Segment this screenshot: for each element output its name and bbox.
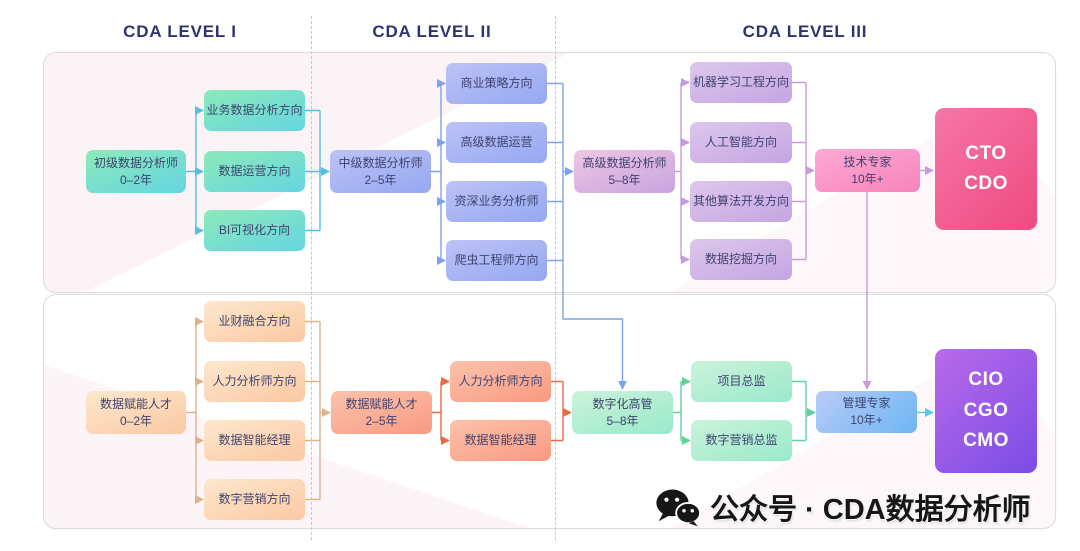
- node-hr-analyst: 人力分析师方向: [204, 361, 305, 402]
- node-years: 0–2年: [119, 172, 153, 187]
- node-title: 中级数据分析师: [338, 155, 423, 170]
- column-divider: [311, 16, 312, 540]
- node-junior-data-analyst: 初级数据分析师 0–2年: [86, 150, 186, 193]
- node-senior-data-analyst: 高级数据分析师 5–8年: [574, 150, 675, 193]
- node-title: 技术专家: [843, 154, 892, 169]
- node-hr-analyst-mid: 人力分析师方向: [450, 361, 551, 402]
- node-years: 2–5年: [365, 413, 398, 428]
- node-label: 高级数据运营: [460, 135, 533, 149]
- node-tech-expert: 技术专家 10年+: [815, 149, 920, 192]
- node-biz-finance-fusion: 业财融合方向: [204, 301, 305, 342]
- header-cda-level-1: CDA LEVEL I: [123, 22, 237, 41]
- node-title: 数据赋能人才: [99, 396, 172, 411]
- role-label: CMO: [963, 430, 1009, 452]
- node-label: 商业策略方向: [460, 76, 533, 90]
- node-senior-biz-analyst: 资深业务分析师: [446, 181, 547, 222]
- node-cio-cgo-cmo: CIO CGO CMO: [935, 349, 1037, 473]
- wechat-watermark: 公众号 · CDA数据分析师: [655, 483, 1031, 531]
- node-project-director: 项目总监: [691, 361, 792, 402]
- column-divider: [555, 16, 556, 540]
- node-label: 项目总监: [717, 374, 766, 388]
- header-cda-level-2: CDA LEVEL II: [372, 22, 492, 41]
- node-years: 5–8年: [606, 413, 639, 428]
- node-senior-data-ops: 高级数据运营: [446, 122, 547, 163]
- node-label: 数字营销总监: [705, 433, 778, 447]
- role-label: CDO: [964, 173, 1008, 194]
- node-artificial-intelligence: 人工智能方向: [690, 122, 792, 163]
- role-label: CGO: [963, 399, 1009, 421]
- node-other-algorithms: 其他算法开发方向: [690, 181, 792, 222]
- node-title: 管理专家: [842, 396, 891, 410]
- node-label: 业财融合方向: [218, 314, 291, 328]
- node-title: 初级数据分析师: [93, 155, 178, 170]
- node-data-operations: 数据运营方向: [204, 151, 305, 192]
- node-title: 高级数据分析师: [582, 155, 667, 170]
- node-label: 数据智能经理: [464, 433, 537, 447]
- node-label: 人工智能方向: [704, 135, 777, 149]
- node-mid-data-analyst: 中级数据分析师 2–5年: [330, 150, 431, 193]
- node-years: 0–2年: [119, 413, 153, 428]
- node-data-mining: 数据挖掘方向: [690, 239, 792, 280]
- header-cda-level-3: CDA LEVEL III: [742, 22, 868, 41]
- node-label: 爬虫工程师方向: [454, 253, 539, 267]
- node-cto-cdo: CTO CDO: [935, 108, 1037, 230]
- node-label: 机器学习工程方向: [692, 75, 789, 89]
- wechat-icon: [656, 489, 701, 526]
- node-label: 业务数据分析方向: [206, 103, 303, 117]
- node-data-intel-manager-mid: 数据智能经理: [450, 420, 551, 461]
- node-years: 10年+: [850, 413, 883, 427]
- node-label: 资深业务分析师: [454, 194, 539, 208]
- node-data-empower-entry: 数据赋能人才 0–2年: [86, 391, 186, 434]
- node-management-expert: 管理专家 10年+: [816, 391, 917, 433]
- node-label: BI可视化方向: [218, 223, 291, 237]
- node-data-intel-manager: 数据智能经理: [204, 420, 305, 461]
- node-crawler-engineer: 爬虫工程师方向: [446, 240, 547, 281]
- node-label: 数据挖掘方向: [704, 252, 777, 266]
- node-label: 数字营销方向: [218, 492, 291, 506]
- node-years: 5–8年: [608, 172, 641, 187]
- node-digital-executive: 数字化高管 5–8年: [572, 391, 673, 434]
- node-label: 数据智能经理: [218, 433, 291, 447]
- node-biz-data-analysis: 业务数据分析方向: [204, 90, 305, 131]
- node-ml-engineering: 机器学习工程方向: [690, 62, 792, 103]
- role-label: CIO: [968, 369, 1004, 391]
- node-digital-marketing-director: 数字营销总监: [691, 420, 792, 461]
- node-label: 数据运营方向: [218, 164, 291, 178]
- wechat-label: 公众号 · CDA数据分析师: [710, 494, 1031, 526]
- node-digital-marketing: 数字营销方向: [204, 479, 305, 520]
- node-years: 2–5年: [364, 172, 397, 187]
- node-title: 数字化高管: [592, 396, 653, 411]
- node-business-strategy: 商业策略方向: [446, 63, 547, 104]
- node-data-empower-mid: 数据赋能人才 2–5年: [331, 391, 432, 434]
- node-label: 人力分析师方向: [458, 374, 543, 388]
- node-label: 其他算法开发方向: [692, 194, 789, 208]
- node-label: 人力分析师方向: [212, 374, 297, 388]
- role-label: CTO: [965, 142, 1007, 164]
- node-bi-visualization: BI可视化方向: [204, 210, 305, 251]
- node-years: 10年+: [851, 171, 884, 186]
- node-title: 数据赋能人才: [345, 396, 418, 411]
